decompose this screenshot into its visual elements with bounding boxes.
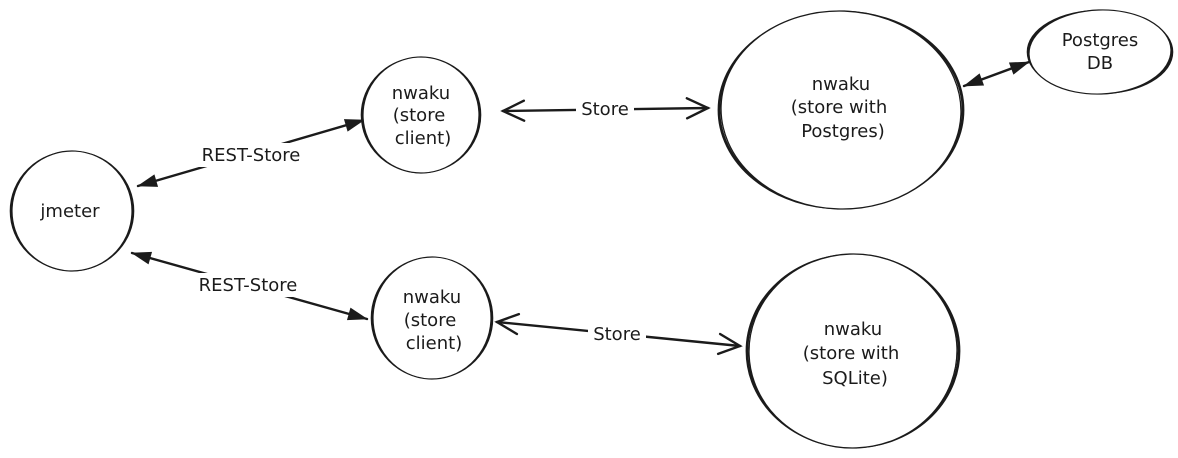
sketch-stroke bbox=[720, 10, 962, 210]
node-label-line: nwaku bbox=[824, 319, 882, 340]
edge-postgres-db-link bbox=[962, 60, 1031, 88]
node-label-line: nwaku bbox=[392, 83, 450, 104]
node-label-line: nwaku bbox=[403, 287, 461, 308]
edge-postgres-db-link-line bbox=[962, 60, 1031, 88]
edge-rest-store-top-label: REST-Store bbox=[202, 145, 301, 166]
node-label-line: DB bbox=[1087, 53, 1113, 74]
node-label-line: client) bbox=[406, 333, 462, 354]
edge-store-bottom: Store bbox=[494, 312, 743, 356]
node-nwaku-store-client-bottom: nwaku (store client) bbox=[370, 256, 494, 380]
edge-rest-store-bottom: REST-Store bbox=[130, 251, 369, 321]
node-label-line: (store bbox=[404, 310, 457, 331]
node-label-line: SQLite) bbox=[822, 368, 888, 389]
node-label-line: nwaku bbox=[812, 74, 870, 95]
node-nwaku-store-sqlite: nwaku (store with SQLite) bbox=[745, 253, 961, 449]
edge-label-bg bbox=[192, 273, 304, 297]
edge-store-top-label: Store bbox=[581, 99, 629, 120]
node-label-line: client) bbox=[395, 128, 451, 149]
sketch-stroke bbox=[372, 256, 492, 380]
node-label-line: (store with bbox=[791, 97, 887, 118]
node-jmeter: jmeter bbox=[9, 150, 135, 272]
sketch-stroke bbox=[11, 150, 133, 272]
node-nwaku-store-postgres: nwaku (store with Postgres) bbox=[717, 10, 965, 210]
edge-rest-store-bottom-label: REST-Store bbox=[199, 275, 298, 296]
node-postgres-db: Postgres DB bbox=[1026, 9, 1174, 95]
edge-label-bg bbox=[588, 322, 646, 346]
edge-store-bottom-label: Store bbox=[593, 324, 641, 345]
sketch-stroke bbox=[748, 253, 958, 449]
node-label-line: Postgres) bbox=[801, 121, 885, 142]
node-label-line: (store bbox=[393, 105, 446, 126]
sketch-stroke bbox=[362, 56, 480, 174]
node-nwaku-store-client-top: nwaku (store client) bbox=[360, 56, 482, 174]
sketch-stroke bbox=[1028, 9, 1172, 95]
edge-store-top: Store bbox=[500, 97, 711, 122]
edge-label-bg bbox=[576, 97, 634, 121]
node-label-line: (store with bbox=[803, 343, 899, 364]
node-jmeter-label: jmeter bbox=[39, 201, 100, 222]
edge-label-bg bbox=[195, 143, 307, 167]
node-label-line: Postgres bbox=[1062, 30, 1139, 51]
edge-rest-store-top: REST-Store bbox=[136, 118, 366, 188]
